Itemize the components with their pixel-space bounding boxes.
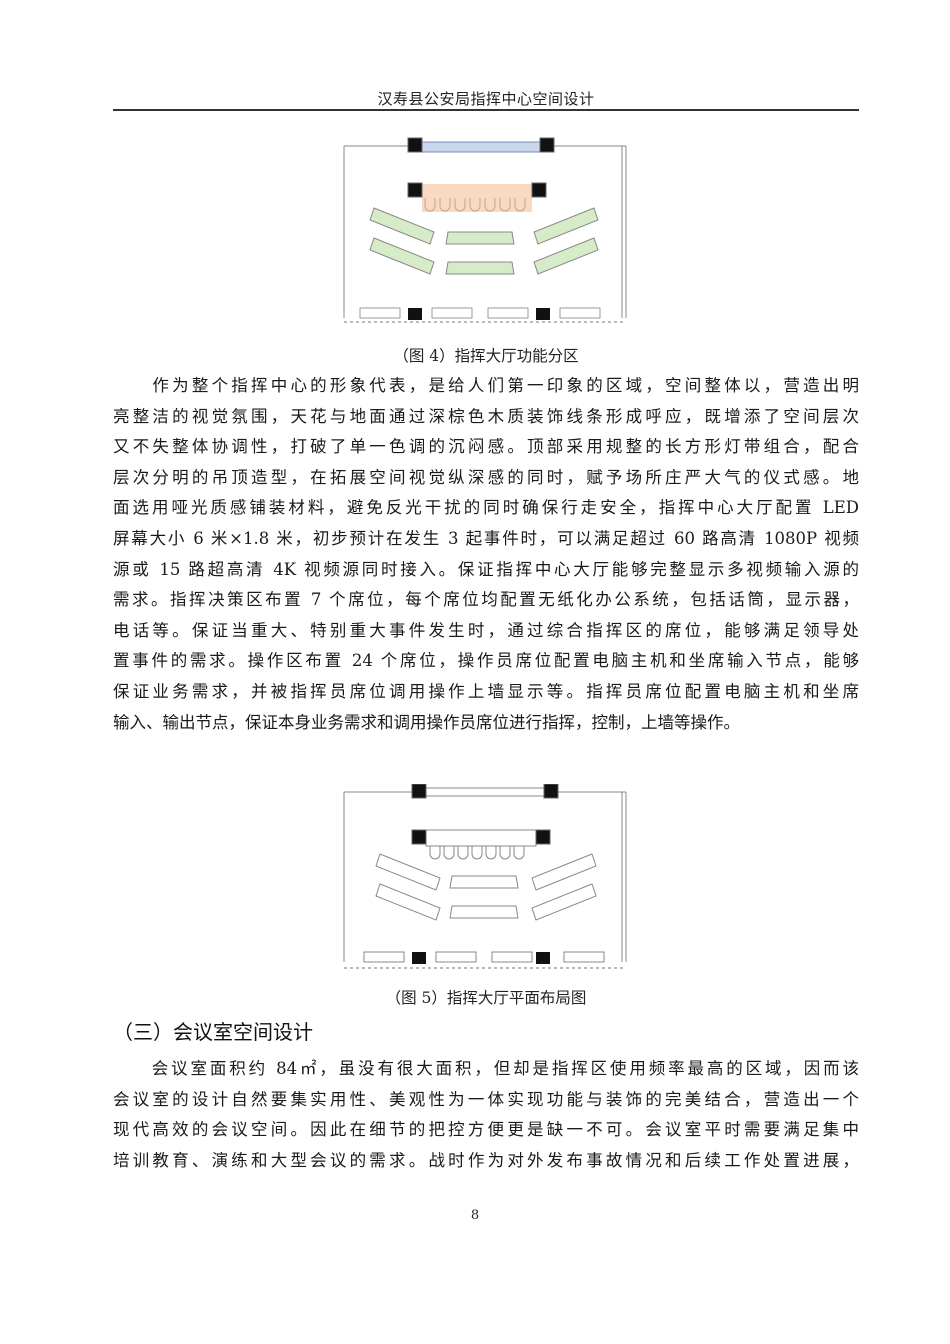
figure-4-zoning-plan [340, 136, 632, 332]
figure-5-layout-plan [340, 784, 632, 976]
page-header-title: 汉寿县公安局指挥中心空间设计 [377, 90, 595, 108]
text-line: 输入、输出节点，保证本身业务需求和调用操作员席位进行指挥，控制，上墙等操作。 [113, 712, 740, 732]
section-heading: （三）会议室空间设计 [113, 1020, 313, 1044]
text-line: 屏幕大小 6 米×1.8 米，初步预计在发生 3 起事件时，可以满足超过 60 … [113, 528, 859, 548]
floor-plan-lineart [343, 784, 627, 969]
text-line: 保证业务需求，并被指挥员席位调用操作上墙显示等。指挥员席位配置电脑主机和坐席 [113, 681, 859, 701]
text-line: 作为整个指挥中心的形象代表，是给人们第一印象的区域，空间整体以，营造出明 [113, 376, 859, 395]
text-line: 现代高效的会议空间。因此在细节的把控方便更是缺一不可。会议室平时需要满足集中 [113, 1120, 859, 1140]
text-line: 面选用哑光质感铺装材料，避免反光干扰的同时确保行走安全，指挥中心大厅配置 LED [113, 498, 859, 518]
text-line: 置事件的需求。操作区布置 24 个席位，操作员席位配置电脑主机和坐席输入节点，能… [113, 651, 859, 671]
floor-plan-colored [343, 137, 627, 323]
text-line: 需求。指挥决策区布置 7 个席位，每个席位均配置无纸化办公系统，包括话筒，显示器… [113, 590, 859, 610]
text-line: 亮整洁的视觉氛围，天花与地面通过深棕色木质装饰线条形成呼应，既增添了空间层次 [113, 406, 859, 426]
figure-4-caption: （图 4）指挥大厅功能分区 [393, 347, 579, 365]
figure-5-caption: （图 5）指挥大厅平面布局图 [385, 989, 587, 1007]
text-line: 电话等。保证当重大、特别重大事件发生时，通过综合指挥区的席位，能够满足领导处 [113, 620, 859, 640]
paragraph-command-hall: 作为整个指挥中心的形象代表，是给人们第一印象的区域，空间整体以，营造出明 亮整洁… [113, 371, 859, 738]
text-line: 又不失整体协调性，打破了单一色调的沉闷感。顶部采用规整的长方形灯带组合，配合 [113, 437, 859, 457]
header-rule [113, 109, 859, 111]
text-line: 源或 15 路超高清 4K 视频源同时接入。保证指挥中心大厅能够完整显示多视频输… [113, 559, 859, 579]
text-line: 会议室面积约 84㎡，虽没有很大面积，但却是指挥区使用频率最高的区域，因而该 [113, 1059, 859, 1078]
text-line: 会议室的设计自然要集实用性、美观性为一体实现功能与装饰的完美结合，营造出一个 [113, 1089, 859, 1109]
paragraph-meeting-room: 会议室面积约 84㎡，虽没有很大面积，但却是指挥区使用频率最高的区域，因而该 会… [113, 1054, 859, 1176]
page-number: 8 [470, 1208, 480, 1223]
text-line: 培训教育、演练和大型会议的需求。战时作为对外发布事故情况和后续工作处置进展， [113, 1150, 859, 1170]
text-line: 层次分明的吊顶造型，在拓展空间视觉纵深感的同时，赋予场所庄严大气的仪式感。地 [113, 467, 859, 487]
